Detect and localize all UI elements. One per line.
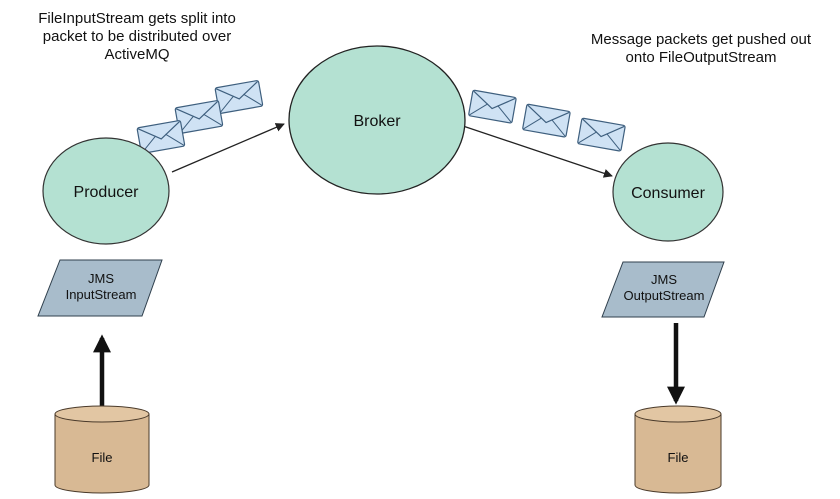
- broker-label: Broker: [353, 113, 401, 130]
- file-label-right: File: [668, 450, 689, 465]
- consumer-label: Consumer: [631, 185, 705, 202]
- jms-outputstream-label-line1: JMS: [651, 272, 677, 287]
- jms-inputstream-shape: JMS InputStream: [37, 259, 163, 317]
- right-caption-line: Message packets get pushed out: [590, 31, 812, 48]
- left-caption: FileInputStream gets split into packet t…: [6, 10, 268, 64]
- left-caption-line: FileInputStream gets split into: [38, 10, 236, 27]
- left-caption-line: packet to be distributed over: [42, 28, 232, 45]
- envelope-icon: [467, 89, 517, 124]
- broker-node: Broker: [288, 45, 466, 195]
- producer-node: Producer: [42, 137, 170, 245]
- jms-outputstream-label-line2: OutputStream: [624, 288, 705, 303]
- left-caption-line: ActiveMQ: [104, 46, 170, 63]
- right-caption: Message packets get pushed out onto File…: [565, 31, 837, 67]
- jms-inputstream-label-line2: InputStream: [66, 287, 137, 302]
- envelope-icon: [576, 117, 626, 152]
- envelope-icon: [214, 79, 264, 115]
- envelope-icon: [521, 103, 571, 138]
- consumer-node: Consumer: [612, 142, 724, 242]
- producer-label: Producer: [74, 184, 140, 201]
- jms-inputstream-label-line1: JMS: [88, 271, 114, 286]
- file-cylinder-right: File: [634, 405, 722, 494]
- file-label-left: File: [92, 450, 113, 465]
- right-caption-line: onto FileOutputStream: [625, 49, 777, 66]
- jms-outputstream-shape: JMS OutputStream: [601, 261, 725, 318]
- file-cylinder-left: File: [54, 405, 150, 494]
- producer-to-broker-arrow: [171, 123, 285, 173]
- broker-to-consumer-arrow: [459, 124, 613, 178]
